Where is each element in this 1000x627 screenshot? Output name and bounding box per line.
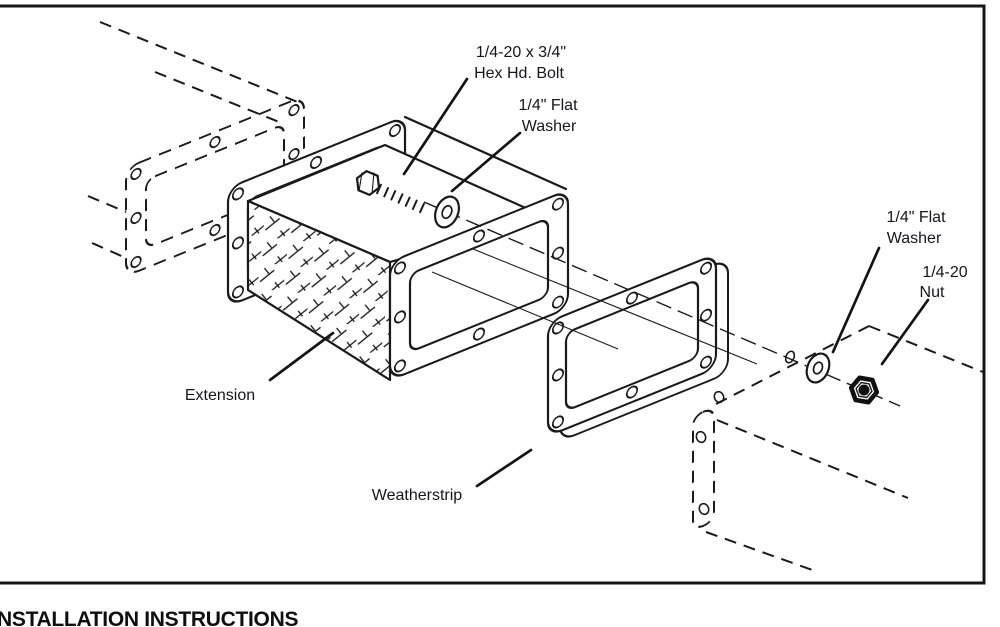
- weatherstrip-gasket: [546, 257, 729, 438]
- interior-edge-line-lower: [431, 271, 619, 350]
- leader-weatherstrip: [475, 448, 533, 488]
- label-washer-front-line1: 1/4" Flat: [518, 97, 578, 114]
- bolt-threads: [376, 183, 425, 214]
- extension-tread-plate-face: [246, 199, 392, 382]
- body-opening-dashed-outline: [87, 21, 305, 273]
- tailgate-dashed-outline: [692, 325, 984, 572]
- hex-nut: [848, 375, 880, 405]
- label-weatherstrip: Weatherstrip: [372, 487, 463, 504]
- flat-washer-front: [433, 195, 461, 229]
- label-washer-front-line2: Washer: [522, 118, 577, 135]
- label-washer-rear-line1: 1/4" Flat: [886, 209, 946, 226]
- hidden-hole-on-centerline: [784, 350, 796, 364]
- extension-top-edge: [403, 115, 568, 191]
- extension-front-flange: [388, 193, 570, 377]
- flat-washer-rear: [805, 352, 831, 384]
- hex-bolt: [355, 170, 425, 214]
- leader-washer-front: [450, 131, 522, 193]
- extension-box: [226, 115, 570, 382]
- leader-extension: [268, 331, 335, 382]
- label-nut-line2: Nut: [920, 284, 945, 301]
- leader-nut: [880, 298, 930, 366]
- label-washer-rear-line2: Washer: [887, 230, 942, 247]
- assembly-centerline: [423, 201, 901, 407]
- footer-heading: NSTALLATION INSTRUCTIONS: [0, 608, 298, 627]
- label-hex-bolt-line1: 1/4-20 x 3/4": [476, 44, 566, 61]
- label-nut-line1: 1/4-20: [922, 264, 967, 281]
- label-extension: Extension: [185, 387, 255, 404]
- leader-hex-bolt: [402, 77, 469, 176]
- diagram-border: [0, 4, 986, 585]
- label-hex-bolt-line2: Hex Hd. Bolt: [474, 65, 564, 82]
- interior-edge-line-upper: [472, 248, 758, 365]
- leader-washer-rear: [831, 246, 881, 354]
